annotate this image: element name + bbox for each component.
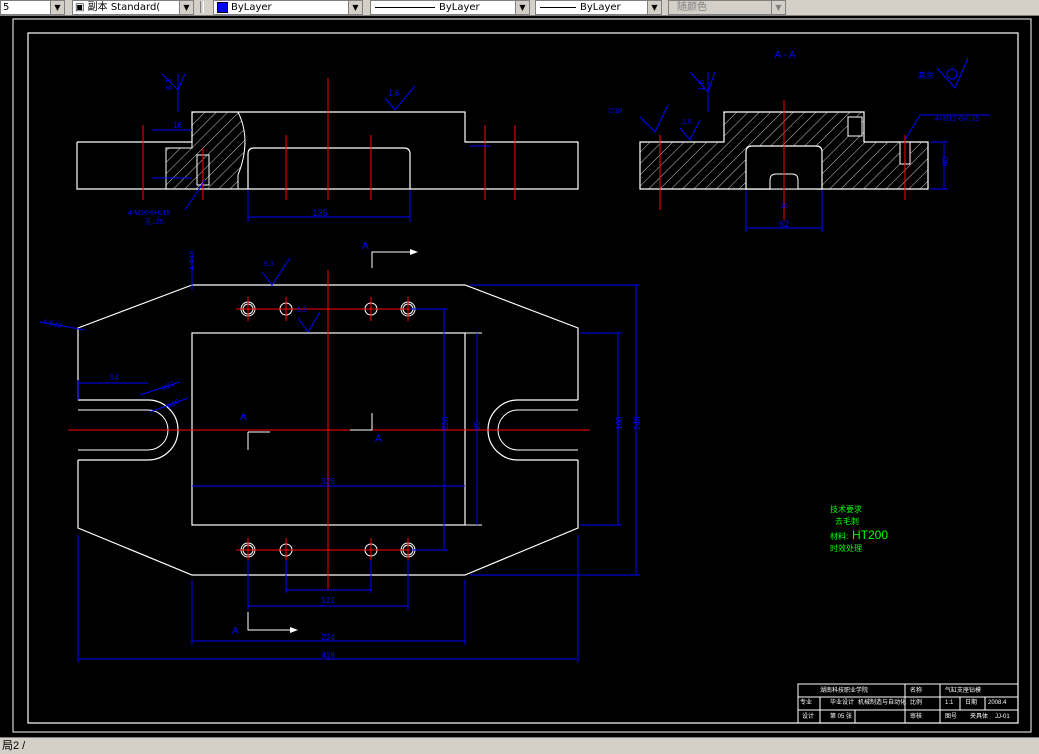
tb-proj: JJ-01 [995,714,1010,720]
inner-frame [27,32,1019,724]
note-material-value: HT200 [852,528,888,542]
text-style-combo[interactable]: 5▼ [0,0,65,15]
linetype-value: ByLayer [439,2,480,13]
layout-tabs-bar: 局2 / [0,737,1039,754]
properties-toolbar: 5▼ ▣ 副本 Standard(▼ ByLayer▼ ByLayer▼ ByL… [0,0,1039,16]
dim-135: 135 [312,208,327,218]
tb-drawing-label: 图号 [945,713,957,720]
color-swatch-icon [217,1,228,13]
section-mark: A [232,626,239,637]
plotstyle-combo: 随颜色 ▼ [668,0,786,15]
dim-style-value: 副本 Standard( [87,2,161,13]
dim-r20: R20 [166,398,181,411]
tb-part-name: 气缸支座钻模 [945,686,981,694]
roughness-rest-label: 其余 [918,70,934,80]
tb-designer-label: 设计 [802,712,814,720]
color-value: ByLayer [231,2,272,13]
thread-note: 4×M12-6H↓15 [935,116,979,123]
section-title: A - A [774,50,795,61]
chevron-down-icon[interactable]: ▼ [50,1,64,14]
drawing-canvas[interactable]: 135 16 6.3 1.6 4-M10-6H↓15 孔↓25 A - A 62… [0,15,1039,737]
dim-160: 160 [615,416,624,430]
lineweight-value: ByLayer [580,2,621,13]
tb-drawing-no: 夹具体 [970,712,988,720]
dim-248: 248 [633,416,642,430]
dim-62: 62 [779,219,789,229]
hole-note: 4-Φ10 [42,318,63,330]
toolbar-separator [200,1,204,13]
plotstyle-value: 随颜色 [677,2,707,13]
title-block-text: 湖南科技职业学院 毕业设计 设计 专业 机械制造与自动化 第 05 张 名称 气… [800,686,1010,720]
tb-sheet: 第 05 张 [830,712,852,720]
thread-note: 孔↓25 [145,218,163,226]
tb-scale: 1:1 [945,700,954,706]
note-material-label: 材料: [830,531,848,541]
text-style-value: 5 [3,2,10,13]
dim-16: 16 [173,121,182,130]
lineweight-combo[interactable]: ByLayer ▼ [535,0,662,15]
plan-view: A A A A 54 R22 R20 326 122 224 418 2 [39,241,642,662]
tb-school: 湖南科技职业学院 [820,686,868,694]
chevron-down-icon[interactable]: ▼ [515,1,529,14]
roughness-label: 6.3 [297,307,307,314]
dim-25: 25 [473,421,482,430]
tb-date-label: 日期 [965,698,977,706]
tb-checker-label: 审核 [910,712,922,720]
section-view: A - A 62 40 10 1.6 ∅18 1.6 4×M12-6H↓15 其… [608,50,990,232]
tb-major-label: 专业 [800,698,812,706]
chevron-down-icon: ▼ [771,1,785,14]
roughness-label: 1.6 [682,119,692,126]
roughness-label: 1.6 [388,89,400,98]
dim-r22: R22 [161,380,176,393]
tb-major: 机械制造与自动化 [858,698,906,706]
dim-326: 326 [321,477,335,486]
chevron-down-icon[interactable]: ▼ [179,1,193,14]
note-aging: 时效处理 [830,543,862,553]
section-mark: A [240,412,247,423]
dim-220: 220 [441,416,450,430]
roughness-label: 6.3 [264,261,274,268]
dim-40: 40 [941,157,950,166]
lineweight-preview-icon [540,6,576,8]
roughness-label: 1.6 [697,79,706,91]
linetype-combo[interactable]: ByLayer ▼ [370,0,530,15]
tb-name-label: 名称 [910,686,922,694]
dim-224: 224 [321,633,335,642]
chevron-down-icon[interactable]: ▼ [647,1,661,14]
hole-note: 4-Φ10 [189,250,196,270]
front-view: 135 16 6.3 1.6 4-M10-6H↓15 孔↓25 [76,73,579,226]
dim-10: 10 [780,203,788,210]
dim-54: 54 [110,373,119,382]
tb-scale-label: 比例 [910,698,922,706]
color-combo[interactable]: ByLayer ▼ [213,0,363,15]
linetype-preview-icon [375,6,435,8]
chevron-down-icon[interactable]: ▼ [348,1,362,14]
dim-style-combo[interactable]: ▣ 副本 Standard( ▼ [72,0,194,15]
layout-tab[interactable]: 局2 [2,740,20,752]
dimstyle-icon: ▣ [75,2,85,13]
dim-122: 122 [321,596,335,605]
note-tech-req: 技术要求 [830,504,862,514]
section-mark: A [375,434,382,445]
tb-dept: 毕业设计 [830,698,854,706]
note-deburr: 去毛刺 [835,516,859,526]
dim-418: 418 [321,651,335,660]
title-block [797,683,1019,724]
technical-notes: 技术要求 去毛刺 材料: HT200 时效处理 [830,504,888,553]
section-mark: A [362,241,369,252]
thread-note: 4-M10-6H↓15 [128,210,171,217]
dim-phi18: ∅18 [608,108,622,115]
tb-date: 2008.4 [988,700,1007,706]
tab-separator: / [19,740,26,752]
outer-frame [12,18,1032,733]
cad-drawing: 135 16 6.3 1.6 4-M10-6H↓15 孔↓25 A - A 62… [12,18,1032,733]
roughness-label: 6.3 [165,78,174,90]
